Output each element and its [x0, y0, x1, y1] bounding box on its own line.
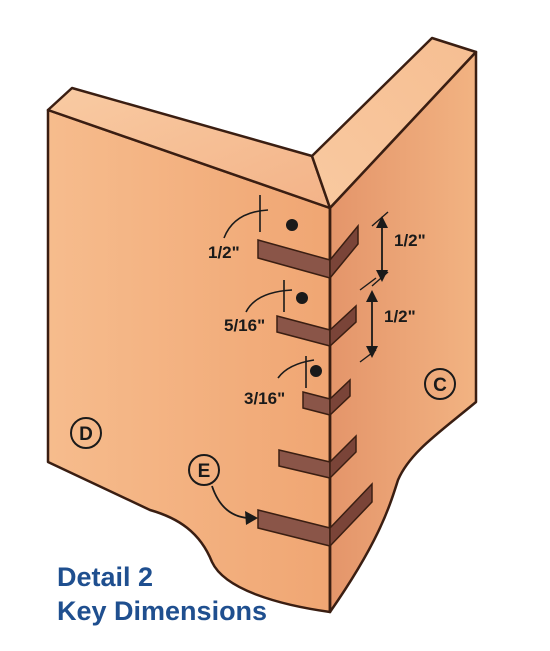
- caption-title: Detail 2: [57, 562, 154, 592]
- angle-marker-1: [223, 195, 298, 239]
- spacing-dimension-middle: [359, 277, 378, 363]
- right-slot-4: [329, 434, 357, 480]
- left-panel-face: [46, 108, 332, 614]
- cut1-depth-label: 1/2": [208, 243, 240, 262]
- svg-text:D: D: [79, 424, 93, 445]
- spacing-middle-label: 1/2": [384, 307, 416, 326]
- callout-d: D: [70, 417, 102, 449]
- angle-marker-2: [245, 280, 308, 313]
- right-slot-3: [329, 378, 351, 417]
- svg-text:E: E: [198, 461, 211, 482]
- angle-marker-3: [277, 356, 322, 388]
- right-panel-face: [328, 50, 478, 614]
- right-slot-1: [329, 223, 359, 281]
- caption-subtitle: Key Dimensions: [57, 596, 268, 626]
- svg-text:C: C: [433, 375, 447, 396]
- spacing-dimension-top: [371, 211, 389, 287]
- callout-c: C: [424, 368, 456, 400]
- cut3-depth-label: 3/16": [244, 389, 285, 408]
- right-slot-5: [329, 482, 373, 548]
- spacing-top-label: 1/2": [394, 231, 426, 250]
- cut2-depth-label: 5/16": [224, 316, 265, 335]
- callout-e: E: [188, 454, 258, 525]
- right-slot-2: [329, 304, 357, 348]
